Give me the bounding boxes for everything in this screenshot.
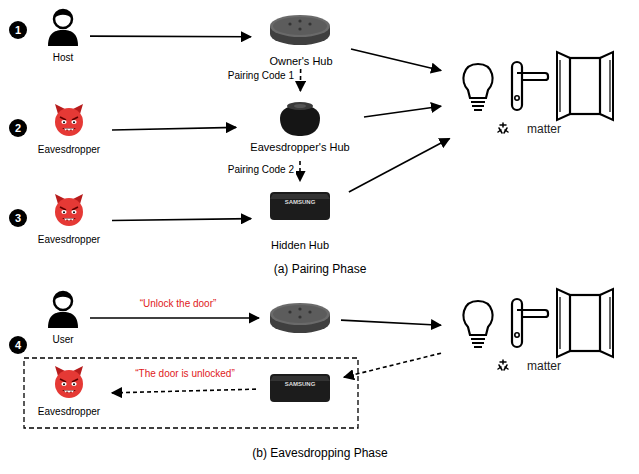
connector-arrow: [112, 219, 251, 221]
node-label: SAMSUNG: [257, 381, 343, 387]
connector-arrow: [351, 49, 441, 71]
hub-node: matter: [442, 48, 628, 138]
edge-label: “The door is unlocked”: [108, 368, 262, 379]
dashed-group-box: [24, 358, 358, 428]
node-label: Eavesdropper: [27, 144, 111, 155]
tv-box-icon: [270, 192, 330, 220]
edge-label: Pairing Code 1: [196, 70, 296, 81]
hub-node: [260, 298, 340, 338]
callout-number: 4: [9, 336, 27, 354]
hub-node: matter: [442, 285, 628, 375]
echo-dot-icon: [270, 303, 330, 333]
connector-arrow: [341, 320, 441, 325]
matter-devices-icon: [463, 52, 613, 133]
hub-node: SAMSUNG: [257, 366, 343, 410]
node-label: matter: [442, 122, 628, 136]
callout-number: 1: [9, 21, 27, 39]
connector-arrow: [300, 69, 302, 91]
node-label: SAMSUNG: [252, 199, 348, 205]
tv-box-icon: [270, 374, 330, 402]
hub-node: Eavesdropper: [27, 364, 111, 424]
callout-number: 2: [9, 119, 27, 137]
figure-caption: (a) Pairing Phase: [200, 262, 440, 276]
node-label: Eavesdropper: [27, 406, 111, 417]
node-label: User: [37, 334, 89, 345]
connector-arrow: [112, 127, 236, 130]
node-label: Hidden Hub: [252, 239, 348, 251]
devil-icon: [55, 366, 83, 398]
host-icon: [48, 10, 78, 46]
hub-node: Eavesdropper: [27, 100, 111, 162]
devil-icon: [55, 104, 83, 136]
connector-arrow: [349, 138, 450, 192]
user-icon: [48, 292, 78, 328]
node-label: Eavesdropper: [27, 234, 111, 245]
edge-label: Pairing Code 2: [196, 164, 296, 175]
matter-devices-icon: [463, 289, 613, 370]
node-label: Host: [37, 52, 89, 63]
hub-node: Eavesdropper's Hub: [237, 92, 363, 160]
connector-arrow: [299, 161, 301, 181]
homepod-icon: [280, 102, 320, 136]
connector-arrow: [112, 389, 256, 393]
hub-node: Host: [37, 6, 89, 66]
hub-node: Eavesdropper: [27, 190, 111, 252]
connector-arrow: [344, 353, 441, 377]
figure-caption: (b) Eavesdropping Phase: [200, 446, 440, 460]
edge-label: “Unlock the door”: [96, 298, 260, 309]
hub-node: User: [37, 288, 89, 348]
callout-number: 3: [9, 209, 27, 227]
connector-arrow: [90, 317, 259, 319]
connector-arrow: [364, 106, 441, 117]
echo-dot-icon: [270, 15, 330, 45]
connector-arrow: [90, 35, 251, 37]
node-label: Owner's Hub: [252, 55, 350, 67]
devil-icon: [55, 194, 83, 226]
hub-node: SAMSUNG Hidden Hub: [252, 182, 348, 254]
node-label: matter: [442, 359, 628, 373]
node-label: Eavesdropper's Hub: [237, 141, 363, 153]
hub-node: Owner's Hub: [252, 6, 350, 68]
